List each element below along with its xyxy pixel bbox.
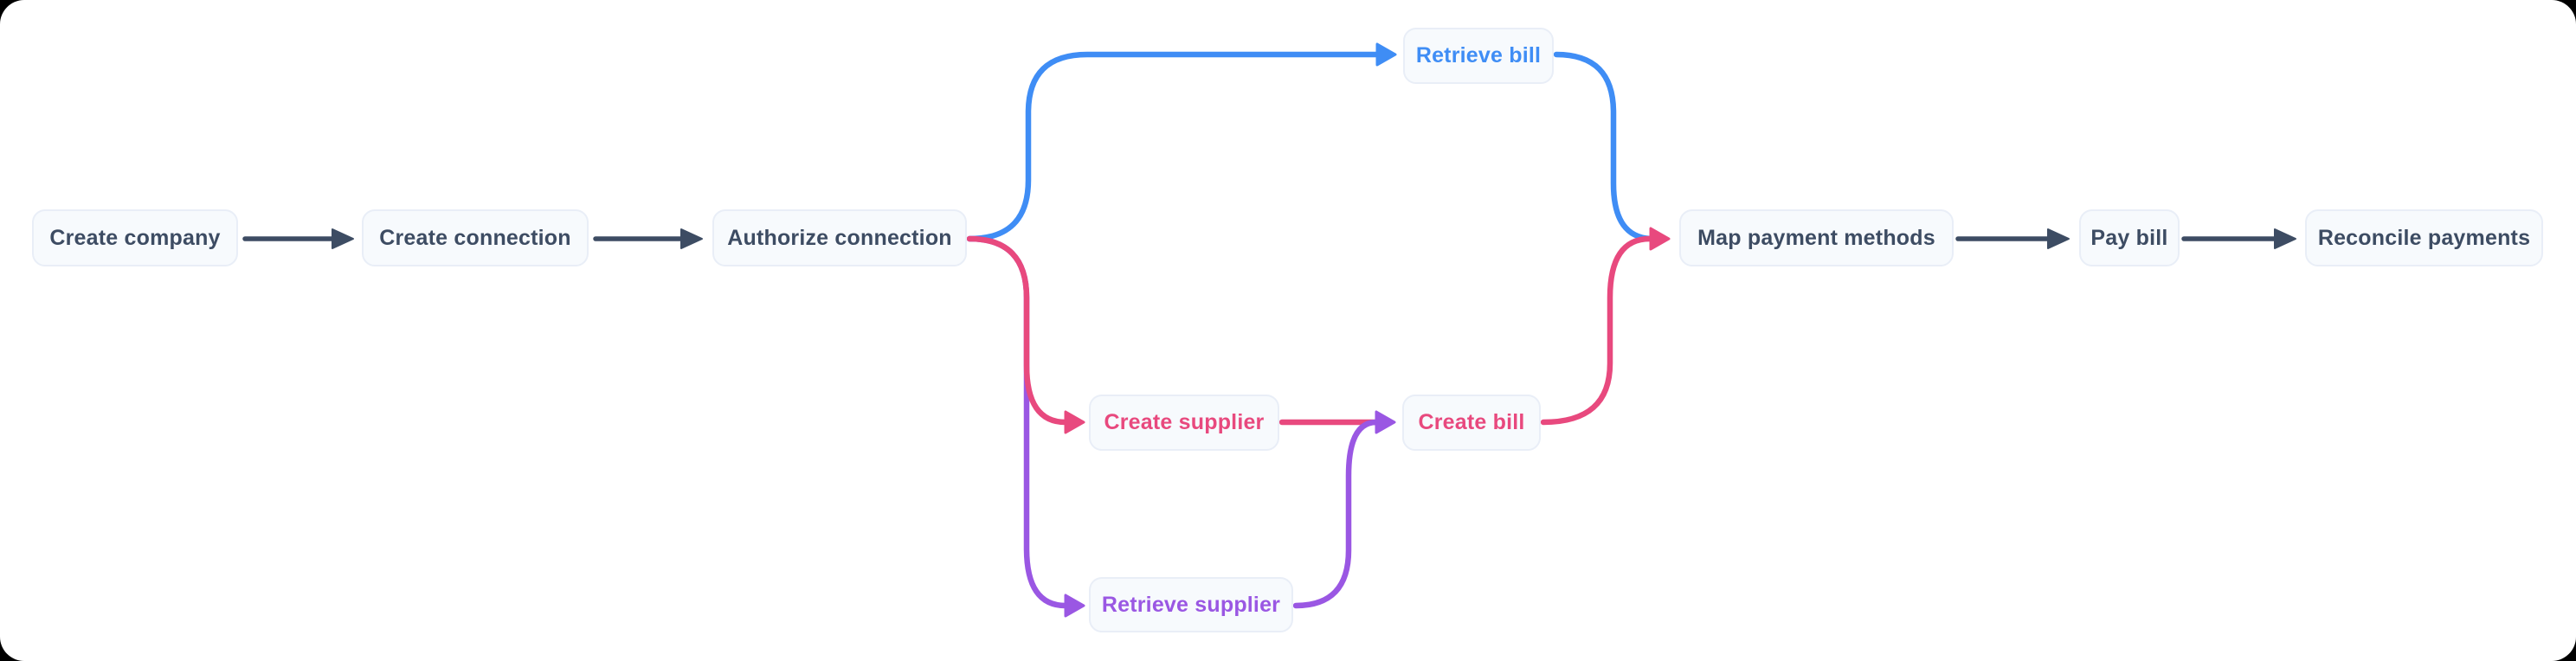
edge-create-company-to-create-connection xyxy=(242,228,354,249)
edge-create-bill-to-map-payment-methods xyxy=(1540,227,1671,426)
node-authorize-connection[interactable]: Authorize connection xyxy=(712,209,967,266)
edge-authorize-connection-to-create-supplier xyxy=(966,235,1085,434)
edge-create-connection-to-authorize-connection xyxy=(593,228,703,249)
node-label: Create supplier xyxy=(1104,410,1265,434)
node-retrieve-supplier[interactable]: Retrieve supplier xyxy=(1089,577,1293,632)
node-reconcile-payments[interactable]: Reconcile payments xyxy=(2305,209,2543,266)
node-retrieve-bill[interactable]: Retrieve bill xyxy=(1403,28,1554,84)
node-map-payment-methods[interactable]: Map payment methods xyxy=(1679,209,1954,266)
node-create-connection[interactable]: Create connection xyxy=(362,209,589,266)
node-label: Create connection xyxy=(379,225,571,250)
edge-retrieve-bill-to-map-payment-methods xyxy=(1553,51,1657,242)
node-label: Map payment methods xyxy=(1697,225,1935,250)
node-pay-bill[interactable]: Pay bill xyxy=(2079,209,2180,266)
node-create-company[interactable]: Create company xyxy=(32,209,238,266)
node-create-bill[interactable]: Create bill xyxy=(1402,395,1541,451)
node-label: Reconcile payments xyxy=(2317,225,2531,250)
node-label: Retrieve bill xyxy=(1415,43,1542,67)
node-label: Authorize connection xyxy=(727,225,952,250)
edge-retrieve-supplier-to-create-bill xyxy=(1292,410,1396,609)
node-create-supplier[interactable]: Create supplier xyxy=(1089,395,1279,451)
node-label: Create bill xyxy=(1418,410,1525,434)
edge-authorize-connection-to-retrieve-bill xyxy=(966,42,1397,242)
node-label: Pay bill xyxy=(2090,225,2168,250)
edge-map-payment-methods-to-pay-bill xyxy=(1955,228,2070,249)
node-label: Create company xyxy=(49,225,221,250)
node-label: Retrieve supplier xyxy=(1101,592,1281,617)
edge-pay-bill-to-reconcile-payments xyxy=(2181,228,2296,249)
